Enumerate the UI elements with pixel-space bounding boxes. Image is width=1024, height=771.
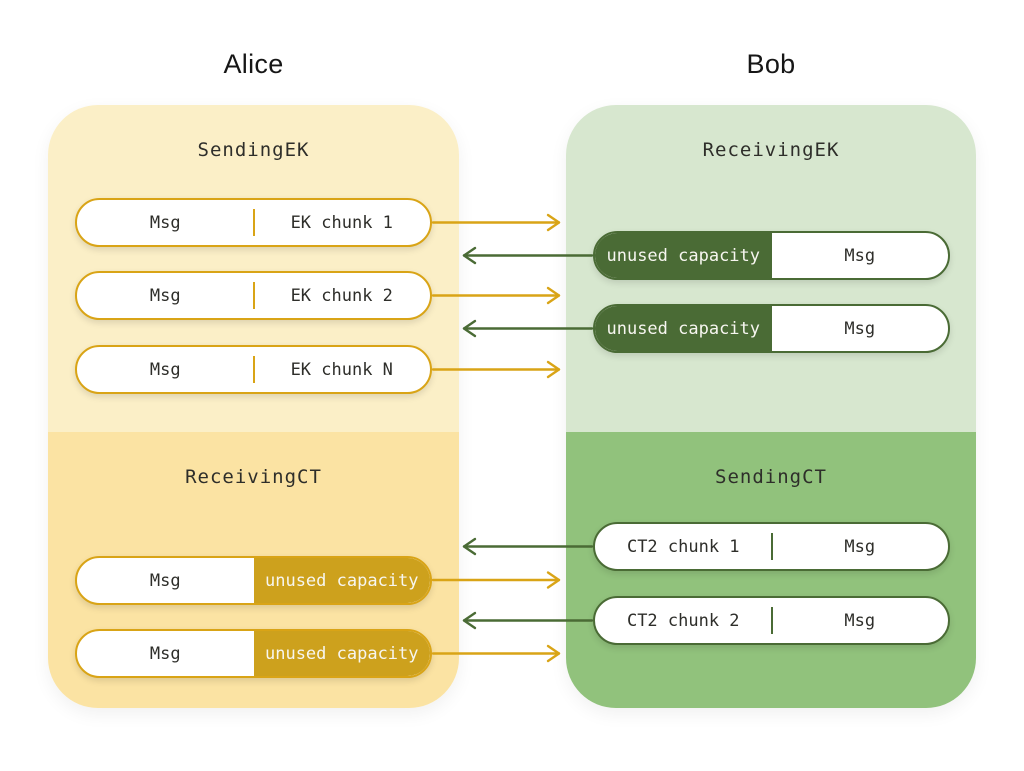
pill-left-label: Msg bbox=[149, 285, 181, 306]
pill-divider bbox=[252, 282, 255, 309]
pill-unused-capacity-label: unused capacity bbox=[253, 558, 430, 603]
pill-divider bbox=[770, 533, 773, 560]
panel-receiving-ek: ReceivingEK unused capacity Msg unused c… bbox=[566, 105, 976, 432]
pill-right-label: Msg bbox=[844, 536, 876, 557]
pill-received-ek-2: unused capacity Msg bbox=[593, 304, 950, 353]
pill-divider bbox=[252, 356, 255, 383]
pill-right-label: Msg bbox=[844, 318, 876, 339]
pill-left-label: Msg bbox=[149, 643, 181, 664]
panel-sending-ct: SendingCT CT2 chunk 1 Msg CT2 chunk 2 Ms… bbox=[566, 432, 976, 708]
pill-left-label: Msg bbox=[149, 359, 181, 380]
panel-sending-ek-label: SendingEK bbox=[197, 139, 310, 161]
pill-left-label: CT2 chunk 1 bbox=[626, 536, 740, 557]
bob-column: ReceivingEK unused capacity Msg unused c… bbox=[566, 105, 976, 708]
pill-ct2-chunk-2: CT2 chunk 2 Msg bbox=[593, 596, 950, 645]
pill-ek-chunk-2: Msg EK chunk 2 bbox=[75, 271, 432, 320]
pill-left-label: CT2 chunk 2 bbox=[626, 610, 740, 631]
pill-right-label: Msg bbox=[844, 610, 876, 631]
actor-title-bob: Bob bbox=[746, 49, 796, 79]
pill-unused-capacity-label: unused capacity bbox=[253, 631, 430, 676]
pill-right-label: EK chunk 2 bbox=[290, 285, 393, 306]
pill-left-label: Msg bbox=[149, 212, 181, 233]
pill-divider bbox=[770, 607, 773, 634]
panel-sending-ct-label: SendingCT bbox=[715, 466, 827, 488]
pill-received-ek-1: unused capacity Msg bbox=[593, 231, 950, 280]
pill-left-label: Msg bbox=[149, 570, 181, 591]
panel-sending-ek: SendingEK Msg EK chunk 1 Msg EK chunk 2 … bbox=[48, 105, 459, 432]
panel-receiving-ct: ReceivingCT Msg unused capacity Msg unus… bbox=[48, 432, 459, 708]
panel-receiving-ek-label: ReceivingEK bbox=[702, 139, 840, 161]
pill-ek-chunk-n: Msg EK chunk N bbox=[75, 345, 432, 394]
panel-receiving-ct-label: ReceivingCT bbox=[185, 466, 322, 488]
actor-title-alice: Alice bbox=[223, 49, 284, 79]
pill-received-ct-1: Msg unused capacity bbox=[75, 556, 432, 605]
pill-ek-chunk-1: Msg EK chunk 1 bbox=[75, 198, 432, 247]
pill-right-label: Msg bbox=[844, 245, 876, 266]
pill-received-ct-2: Msg unused capacity bbox=[75, 629, 432, 678]
pill-divider bbox=[252, 209, 255, 236]
pill-right-label: EK chunk N bbox=[290, 359, 393, 380]
pill-ct2-chunk-1: CT2 chunk 1 Msg bbox=[593, 522, 950, 571]
alice-column: SendingEK Msg EK chunk 1 Msg EK chunk 2 … bbox=[48, 105, 459, 708]
pill-unused-capacity-label: unused capacity bbox=[595, 233, 772, 278]
pill-right-label: EK chunk 1 bbox=[290, 212, 393, 233]
pill-unused-capacity-label: unused capacity bbox=[595, 306, 772, 351]
